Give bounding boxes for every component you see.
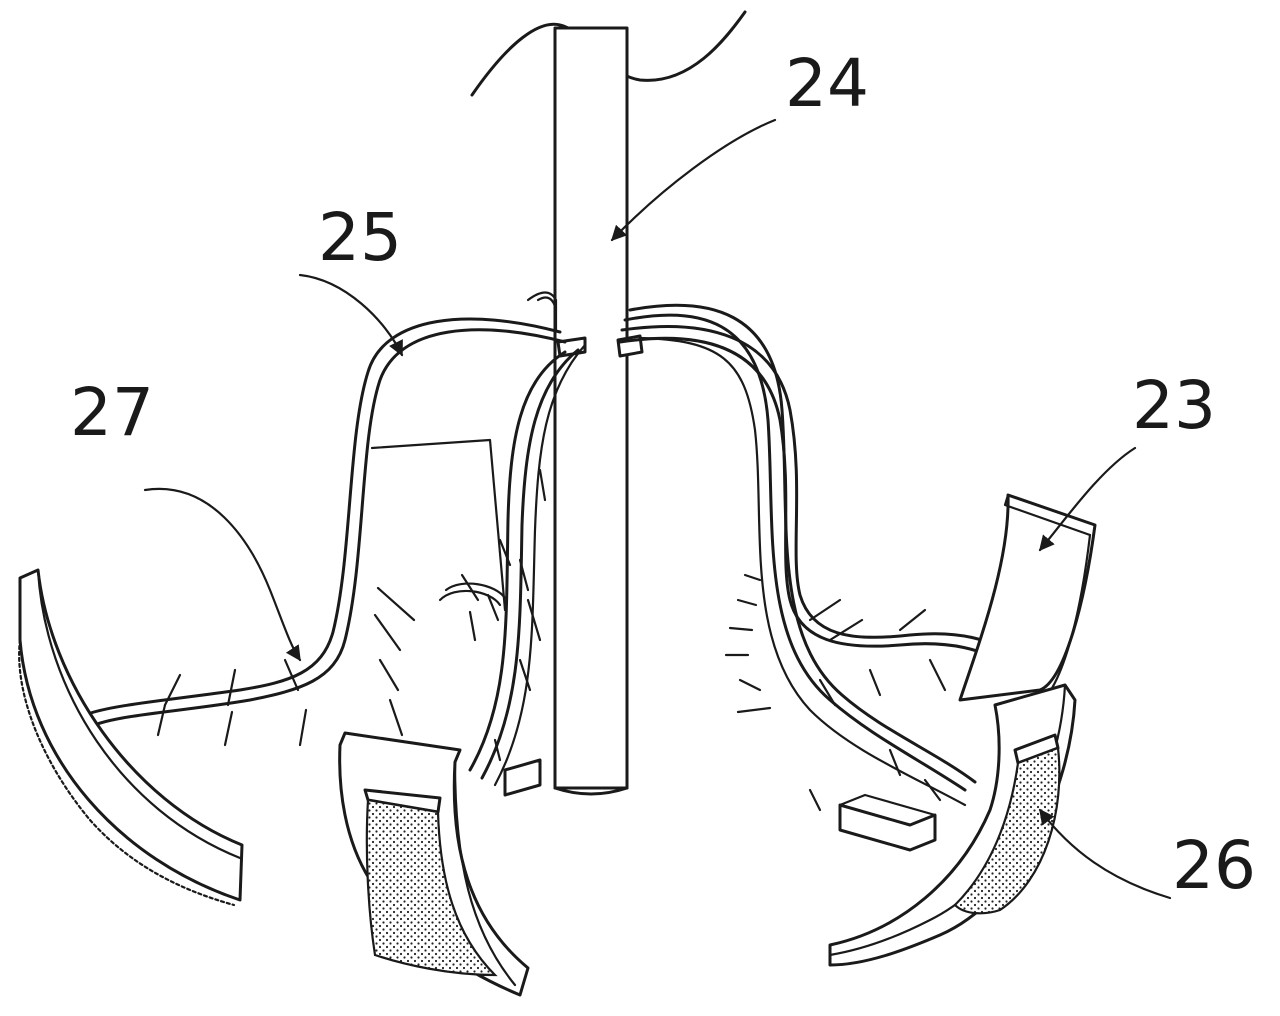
leader-27 [143, 487, 302, 662]
leader-24 [610, 118, 777, 242]
leader-lines [143, 118, 1172, 900]
left-bristles [156, 468, 547, 762]
right-shovel-front [828, 683, 1077, 967]
right-bristles [724, 573, 947, 812]
label-27: 27 [70, 374, 154, 451]
central-rod [553, 26, 629, 796]
leader-26 [1038, 808, 1172, 900]
right-blade [958, 493, 1097, 712]
left-shovel-outer [18, 568, 244, 907]
right-arm-frame [618, 303, 1012, 807]
label-23: 23 [1132, 367, 1216, 444]
label-26: 26 [1172, 827, 1256, 904]
label-25: 25 [318, 199, 402, 276]
leader-25 [298, 273, 404, 357]
label-24: 24 [785, 45, 869, 122]
right-clamp-block [503, 758, 937, 852]
left-shovel-front [338, 731, 530, 997]
leader-23 [1038, 446, 1137, 552]
left-arm-frame [83, 317, 587, 787]
